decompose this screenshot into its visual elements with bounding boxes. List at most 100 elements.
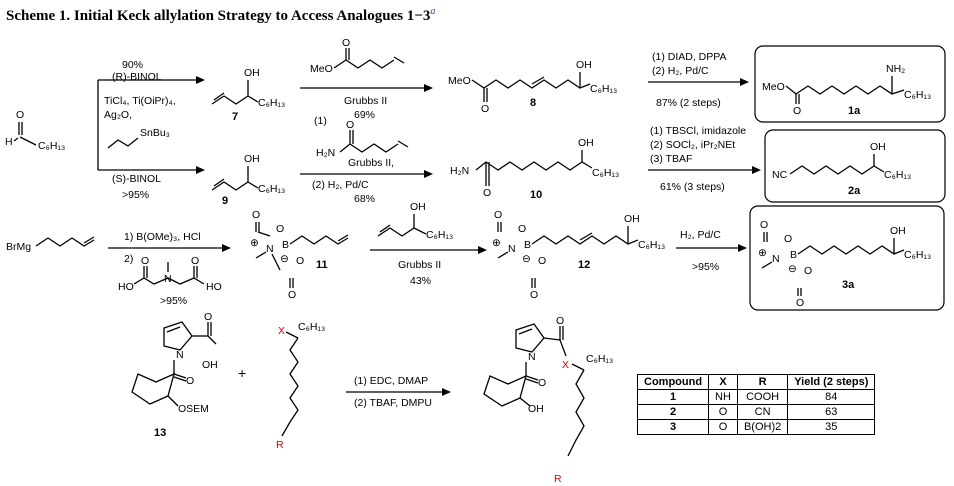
hexanal-o: O [16,109,24,121]
c11-o-bottom: O [288,289,296,301]
table-cell: COOH [736,389,789,405]
c13-acid-o: O [204,311,212,323]
c12-o-bottom: O [530,289,538,301]
c11-n: N [266,243,274,255]
compound-13-structure: N O OH O OSEM [131,311,218,415]
coupling-cond-2: (2) TBAF, DMPU [354,397,432,409]
c12-plus: ⊕ [492,237,501,249]
table-cell: O [708,404,738,420]
coupling-cond-1: (1) EDC, DMAP [354,375,428,387]
ester-meo: MeO [310,63,333,75]
table-cell: 2 [636,404,710,420]
product-ester-o: O [556,315,564,327]
mida-ho-right: HO [206,281,222,293]
boron-yield: >95% [160,295,187,307]
grignard-structure: BrMg [6,236,95,253]
grubbs-mid-yield: 43% [410,275,431,287]
keck-ligand-top: (R)-BINOL [112,71,162,83]
cm-amide-reagent: H₂N O [316,119,409,159]
box-2a [764,129,946,203]
table-cell: 35 [787,419,876,435]
c3a-o-ring: O [784,233,792,245]
scheme-title: Scheme 1. Initial Keck allylation Strate… [6,6,435,25]
final-product-structure: N O X C₆H₁₃ R O OH [483,315,613,485]
product-n: N [528,351,536,363]
c10-c6h13: C₆H₁₃ [592,167,619,179]
amide-grubbs: Grubbs II, [348,157,394,169]
box-1a [754,45,946,123]
box-3a [749,205,945,311]
c10-oh: OH [578,137,594,149]
yield-table: Compound X R Yield (2 steps) 1 NH COOH 8… [636,374,876,435]
c11-o-ring: O [276,223,284,235]
c11-o-top: O [252,209,260,221]
table-cell: 1 [636,389,710,405]
cm-alcohol-c6h13: C₆H₁₃ [426,229,453,241]
keck-yield-bottom: >95% [122,189,149,201]
plus-sign: + [238,365,246,381]
c3a-o-bottom-ring: O [804,265,812,277]
partner-r: R [276,439,284,451]
product-oh: OH [528,403,544,415]
c12-o-top: O [494,209,502,221]
grignard-brmg: BrMg [6,241,31,253]
c3a-plus: ⊕ [758,247,767,259]
c10-o: O [483,187,491,199]
grubbs-top-yield: 69% [354,109,375,121]
amide-o: O [346,119,354,131]
table-row: 3 O B(OH)2 35 [636,419,876,435]
c8-meo: MeO [448,75,471,87]
c8-oh: OH [576,59,592,71]
c12-o-bottom-ring: O [538,255,546,267]
c7-c6h13: C₆H₁₃ [258,97,285,109]
amine-yield: 87% (2 steps) [656,97,721,109]
keck-branch-arrows [97,76,205,174]
compound-3a-label: 3a [842,279,855,291]
hexanal-h: H [5,136,13,148]
c1a-o: O [793,105,801,117]
c11-minus: ⊖ [280,253,289,265]
c11-o-bottom-ring: O [296,255,304,267]
compound-11-structure: O O ⊕ N B ⊖ O O [250,209,349,301]
product-amide-o: O [538,377,546,389]
compound-1a-label: 1a [848,105,861,117]
ester-o: O [342,37,350,49]
table-cell: 3 [636,419,710,435]
keck-yield-top: 90% [122,59,143,71]
hexanal-structure: O H C₆H₁₃ [5,109,65,152]
amide-h2n: H₂N [316,147,335,159]
hexanal-c6h13: C₆H₁₃ [38,140,65,152]
table-row: 1 NH COOH 84 [636,389,876,405]
boron-cond-1: 1) B(OMe)₃, HCl [124,231,201,243]
cm-alcohol-reagent: OH C₆H₁₃ [377,201,453,241]
table-cell: O [708,419,738,435]
product-x: X [562,359,569,371]
compound-3a-structure: O O ⊕ N B ⊖ O O OH C₆H₁₃ [758,219,931,309]
c3a-oh: OH [890,225,906,237]
table-cell: CN [736,404,789,420]
compound-2a-label: 2a [848,185,861,197]
nitrile-yield: 61% (3 steps) [660,181,725,193]
table-header: Yield (2 steps) [787,374,876,390]
compound-9-structure: OH C₆H₁₃ [211,153,285,195]
title-footnote: a [430,6,436,17]
compound-13-label: 13 [154,427,166,439]
c2a-nc: NC [772,169,788,181]
c13-osem: OSEM [178,403,209,415]
c2a-c6h13: C₆H₁₃ [884,169,911,181]
c12-n: N [508,243,516,255]
grubbs-mid: Grubbs II [398,259,441,271]
allyl-stannane-chain [107,137,139,149]
compound-10-structure: H₂N O OH C₆H₁₃ [450,137,619,199]
mida-o-right: O [191,255,199,267]
table-cell: B(OH)2 [736,419,789,435]
c12-b: B [524,239,531,251]
compound-12-label: 12 [578,259,590,271]
table-header-row: Compound X R Yield (2 steps) [636,374,876,390]
table-cell: 84 [787,389,876,405]
c3a-n: N [772,253,780,265]
partner-x: X [278,325,285,337]
c11-plus: ⊕ [250,237,259,249]
